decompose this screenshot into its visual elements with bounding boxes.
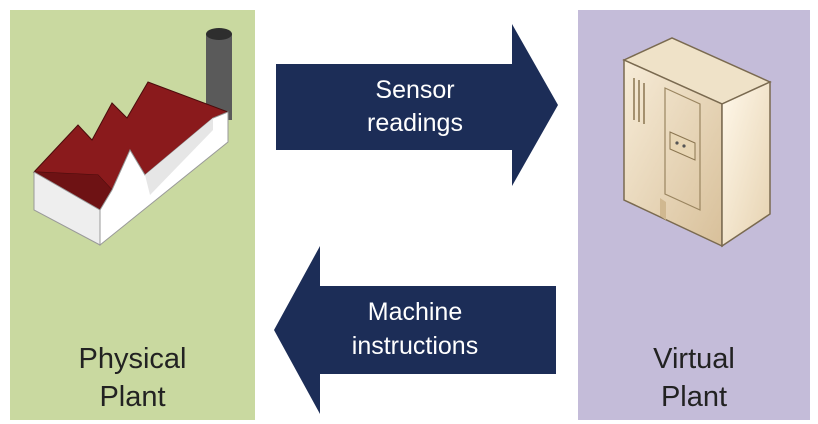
virtual-plant-label-line1: Virtual [653,343,735,375]
sensor-readings-label-line2: readings [367,109,463,137]
sensor-readings-label-line1: Sensor [375,76,455,104]
sensor-readings-arrow [276,24,558,186]
physical-plant-label-line2: Plant [99,381,166,413]
virtual-plant-label-line2: Plant [660,381,728,413]
physical-plant-label-line1: Physical [78,343,187,375]
machine-instructions-label-line1: Machine [367,298,463,326]
machine-instructions-arrow [274,246,556,414]
machine-instructions-label-line2: instructions [351,332,479,360]
